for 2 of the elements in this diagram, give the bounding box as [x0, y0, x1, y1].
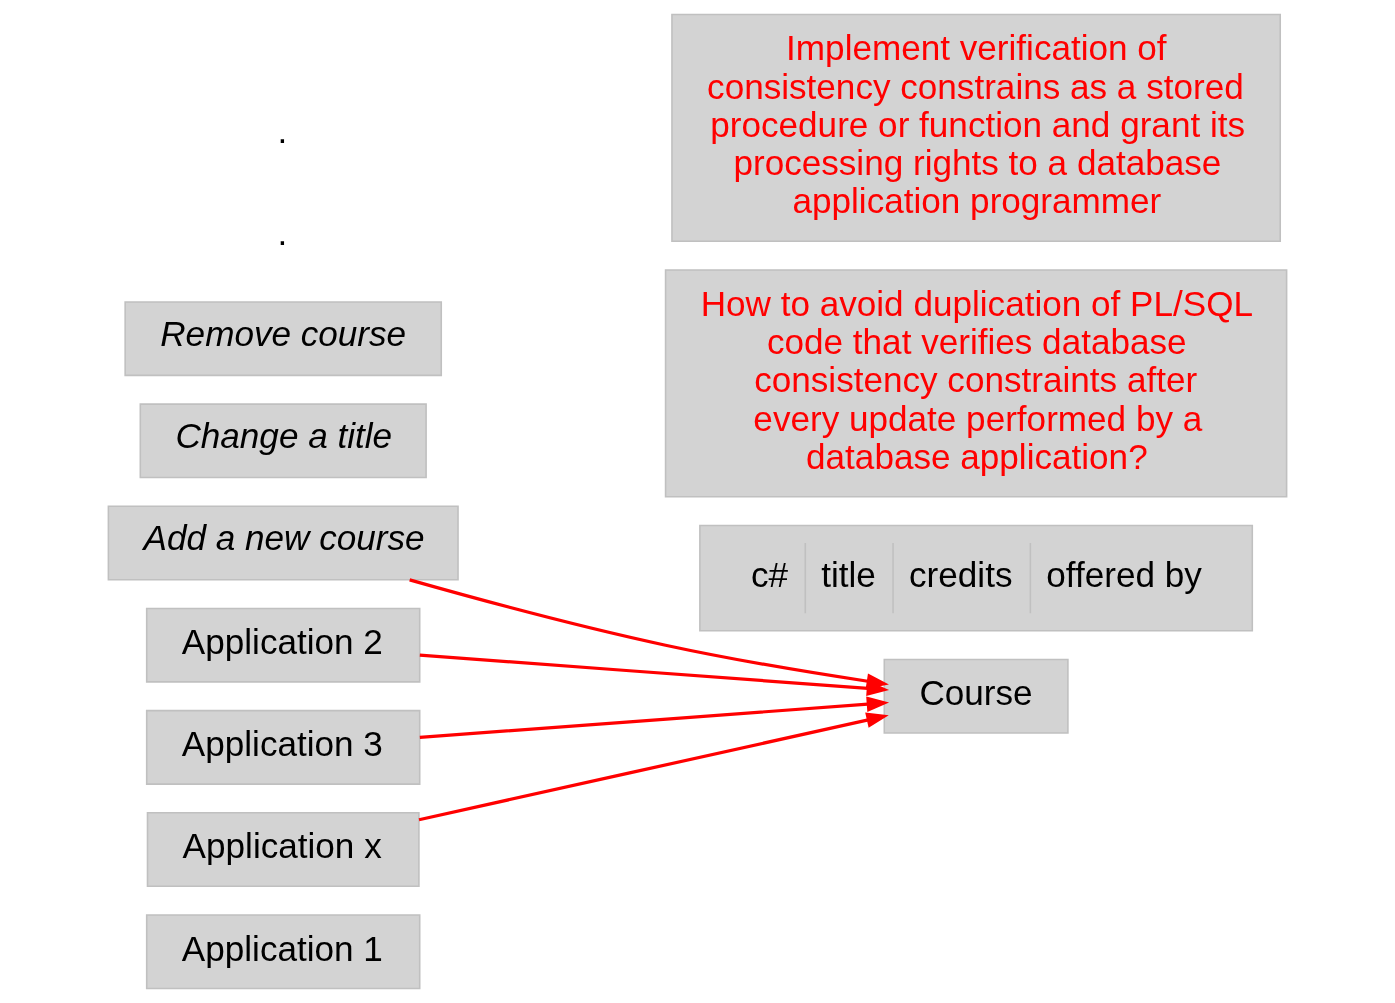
- label: .: [277, 213, 288, 253]
- label: .: [277, 111, 288, 151]
